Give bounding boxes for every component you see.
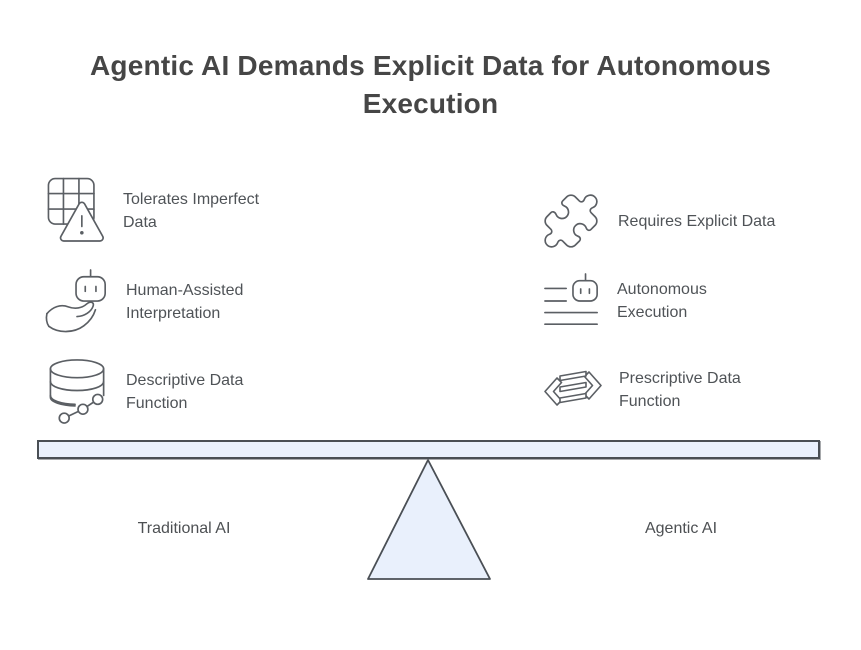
seesaw-beam	[37, 440, 820, 459]
data-flow-icon	[543, 367, 603, 413]
page-title-line: Execution	[362, 88, 499, 119]
robot-document-icon	[543, 272, 601, 330]
list-item-tolerates-imperfect-data: Tolerates Imperfect Data	[47, 177, 259, 245]
table-warning-icon	[47, 177, 107, 245]
feature-label: Autonomous Execution	[617, 281, 707, 321]
list-item-descriptive-data-function: Descriptive Data Function	[48, 358, 243, 425]
list-item-prescriptive-data-function: Prescriptive Data Function	[543, 367, 741, 413]
page-title-line: Agentic AI Demands Explicit Data for Aut…	[90, 50, 771, 81]
seesaw-label-agentic-ai: Agentic AI	[644, 520, 718, 537]
feature-label: Prescriptive Data Function	[619, 370, 741, 410]
feature-label: Human-Assisted Interpretation	[126, 282, 244, 322]
puzzle-icon	[540, 190, 602, 252]
seesaw-label-traditional-ai: Traditional AI	[137, 520, 231, 537]
list-item-autonomous-execution: Autonomous Execution	[543, 272, 707, 330]
feature-label: Requires Explicit Data	[618, 212, 776, 230]
seesaw-fulcrum-triangle	[363, 458, 495, 582]
database-network-icon	[48, 358, 110, 425]
list-item-requires-explicit-data: Requires Explicit Data	[540, 190, 775, 252]
page-title: Agentic AI Demands Explicit Data for Aut…	[0, 47, 861, 123]
robot-hand-icon	[44, 268, 110, 336]
list-item-human-assisted-interpretation: Human-Assisted Interpretation	[44, 268, 243, 336]
feature-label: Tolerates Imperfect Data	[123, 191, 260, 231]
feature-label: Descriptive Data Function	[126, 371, 244, 412]
